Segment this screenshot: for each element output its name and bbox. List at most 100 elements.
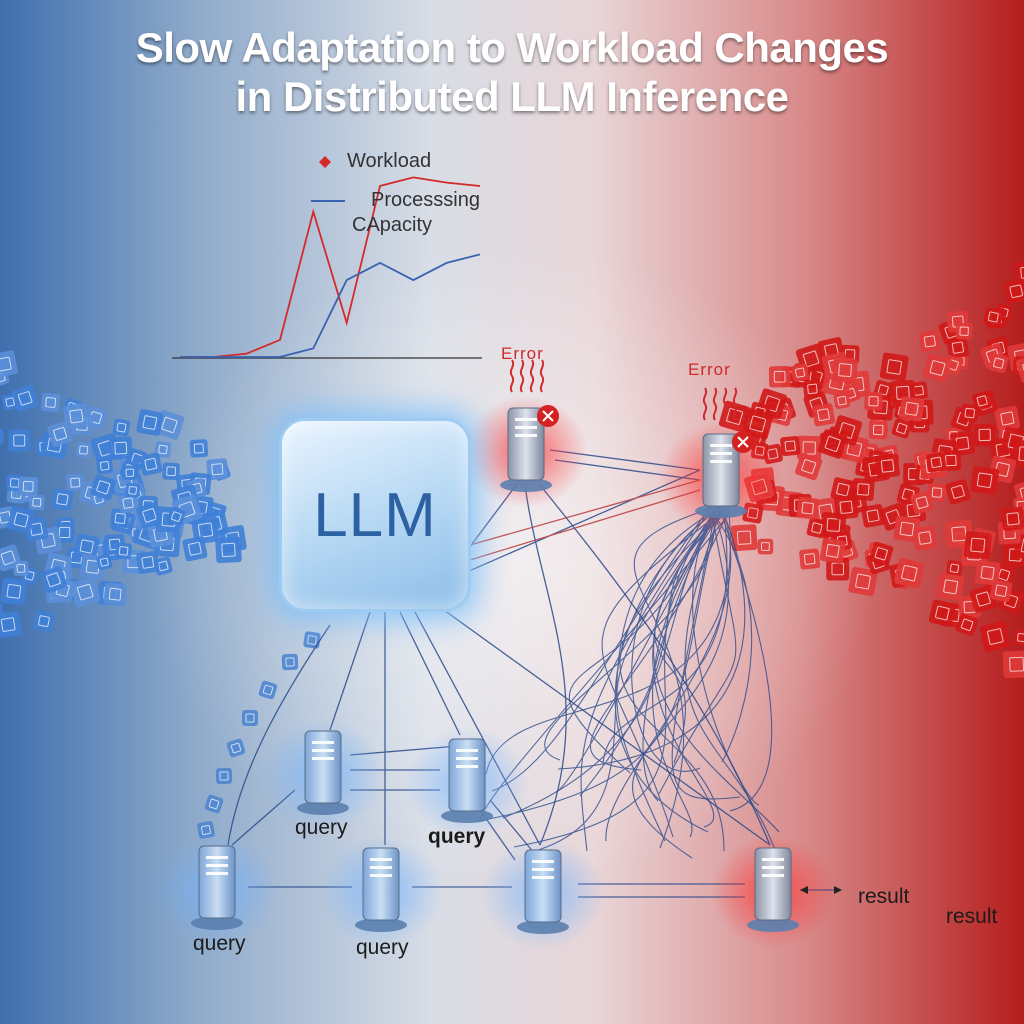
result-arrow (800, 886, 842, 894)
red-request-cube (893, 515, 921, 543)
red-request-cube (868, 420, 888, 440)
red-request-cube (972, 390, 992, 411)
red-request-cube (832, 357, 858, 383)
llm-label: LLM (313, 480, 437, 550)
title-line-2: in Distributed LLM Inference (235, 73, 789, 120)
red-request-cube (803, 379, 822, 399)
blue-request-cube (125, 482, 141, 498)
red-request-cube (979, 621, 1011, 652)
workload-chart (172, 156, 482, 359)
blue-request-cube (110, 508, 131, 529)
blue-request-cube (182, 536, 208, 562)
legend-capacity-label-line1: Processsing (371, 189, 480, 211)
llm-node: LLM (279, 418, 471, 612)
red-request-cube (926, 452, 947, 473)
blue-request-cube (154, 441, 172, 458)
red-request-cube (833, 392, 851, 410)
query-label-1: query (295, 816, 348, 839)
red-request-cube (796, 496, 820, 520)
blue-request-cube (136, 550, 160, 574)
trail-request-cube (281, 653, 299, 671)
red-request-cube (946, 560, 963, 577)
blue-request-cube (51, 488, 74, 511)
trail-request-cube (204, 794, 224, 814)
red-request-cube (910, 490, 934, 515)
red-request-cube (811, 403, 836, 427)
red-request-cube (1011, 439, 1024, 469)
red-request-cube (1013, 629, 1024, 646)
blue-request-cube (139, 452, 163, 476)
red-request-cube (988, 353, 1009, 374)
red-request-cube (806, 517, 827, 539)
trail-request-cube (258, 680, 278, 700)
trail-request-cube (303, 631, 321, 649)
query-label-2: query (428, 825, 486, 848)
red-request-cube (848, 566, 878, 597)
blue-request-cube (13, 560, 29, 577)
title-line-1: Slow Adaptation to Workload Changes (135, 24, 889, 71)
blue-request-cube (136, 409, 164, 437)
blue-request-cube (7, 506, 35, 534)
server-node-5 (481, 838, 605, 950)
overflow-request-cluster (718, 261, 1024, 679)
server-node-query-3 (155, 834, 279, 946)
red-request-cube (1015, 261, 1024, 284)
blue-request-cube (8, 429, 31, 452)
red-request-cube (936, 573, 965, 601)
red-request-cube (851, 478, 875, 501)
trail-request-cube (215, 767, 233, 785)
red-request-cube (963, 531, 992, 559)
blue-request-cube (39, 566, 68, 594)
blue-request-cube (33, 610, 55, 632)
blue-request-cube (0, 577, 28, 605)
red-request-cube (864, 391, 883, 411)
blue-request-cube (18, 476, 39, 497)
red-request-cube (918, 330, 941, 353)
red-request-cube (928, 599, 956, 627)
tangled-connections (473, 504, 780, 859)
blue-request-cube (69, 576, 101, 608)
blue-request-cube (73, 533, 100, 560)
blue-request-cube (66, 473, 85, 492)
blue-request-cube (75, 441, 92, 459)
trail-request-cube (226, 738, 246, 758)
legend-workload-label: Workload (347, 150, 432, 172)
red-request-cube (795, 452, 823, 481)
capacity-series-line (180, 253, 481, 358)
request-trail (197, 631, 321, 839)
error-badge-icon (732, 431, 754, 453)
red-request-cube (879, 352, 909, 382)
red-request-cube (946, 336, 970, 359)
red-request-cube (955, 322, 973, 340)
blue-request-cube (166, 507, 186, 526)
red-request-cube (922, 353, 952, 383)
blue-request-cube (90, 474, 117, 501)
query-label-3: query (193, 932, 246, 955)
result-label-1: result (858, 885, 910, 908)
server-node-query-4 (319, 836, 443, 948)
blue-request-cube (11, 385, 39, 412)
result-label-2: result (946, 905, 998, 928)
red-request-cube (898, 396, 925, 422)
red-request-cube (799, 548, 821, 570)
blue-request-cube (0, 428, 4, 446)
red-request-cube (757, 538, 774, 555)
red-request-cube (833, 495, 859, 520)
blue-request-cube (109, 436, 133, 460)
red-request-cube (1003, 278, 1024, 304)
incoming-request-cluster (0, 350, 247, 639)
server-node-query-1 (261, 719, 385, 831)
red-request-cube (969, 585, 998, 613)
blue-request-cube (40, 392, 61, 413)
blue-request-cube (189, 439, 209, 458)
workload-series-line (180, 176, 481, 358)
red-request-cube (1002, 650, 1024, 679)
blue-request-cube (215, 536, 242, 564)
red-request-cube (1015, 354, 1024, 383)
blue-request-cube (122, 465, 138, 481)
red-request-cube (974, 560, 1001, 586)
red-request-cube (768, 366, 791, 388)
blue-request-cube (206, 458, 229, 481)
blue-request-cube (117, 492, 139, 514)
